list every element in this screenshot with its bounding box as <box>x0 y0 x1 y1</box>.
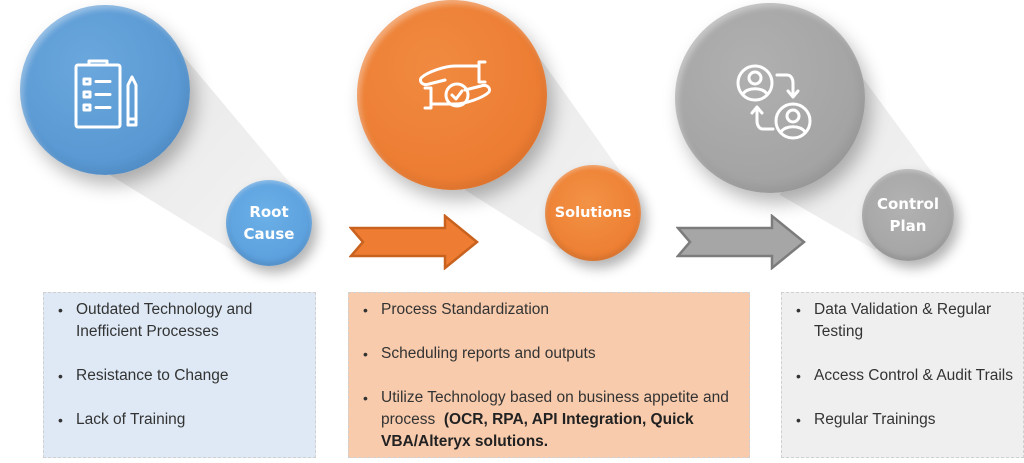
list-item-bold-text: (OCR, RPA, API Integration, Quick VBA/Al… <box>381 411 694 450</box>
list-item: Regular Trainings <box>796 409 1013 431</box>
root-cause-label-line1: Root <box>249 203 289 221</box>
hands-check-icon <box>419 60 491 110</box>
root-cause-list-box: Outdated Technology and Inefficient Proc… <box>43 292 316 458</box>
arrow-right-icon <box>349 214 479 270</box>
root-cause-list: Outdated Technology and Inefficient Proc… <box>58 299 305 431</box>
solutions-list: Process Standardization Scheduling repor… <box>363 299 739 453</box>
root-cause-label-circle: Root Cause <box>226 180 312 266</box>
control-plan-label-line1: Control <box>876 195 939 213</box>
control-plan-label-line2: Plan <box>889 217 927 235</box>
list-item: Outdated Technology and Inefficient Proc… <box>58 299 305 343</box>
solutions-circle <box>357 0 547 190</box>
solutions-label-circle: Solutions <box>545 165 641 261</box>
list-item-text: Utilize Technology based on business app… <box>381 389 734 428</box>
clipboard-checklist-icon <box>74 59 138 129</box>
list-item: Process Standardization <box>363 299 739 321</box>
control-plan-circle <box>675 3 865 193</box>
user-exchange-icon <box>736 64 812 140</box>
list-item: Access Control & Audit Trails <box>796 365 1013 387</box>
list-item: Data Validation & Regular Testing <box>796 299 1013 343</box>
control-plan-list: Data Validation & Regular Testing Access… <box>796 299 1013 431</box>
root-cause-circle <box>20 5 190 175</box>
control-plan-list-box: Data Validation & Regular Testing Access… <box>781 292 1024 458</box>
list-item: Scheduling reports and outputs <box>363 343 739 365</box>
solutions-label: Solutions <box>554 205 632 221</box>
arrow-right-icon <box>676 214 806 270</box>
list-item: Resistance to Change <box>58 365 305 387</box>
list-item: Utilize Technology based on business app… <box>363 387 739 453</box>
root-cause-label-line2: Cause <box>243 225 295 243</box>
control-plan-label-circle: Control Plan <box>862 169 954 261</box>
list-item: Lack of Training <box>58 409 305 431</box>
solutions-list-box: Process Standardization Scheduling repor… <box>348 292 750 458</box>
